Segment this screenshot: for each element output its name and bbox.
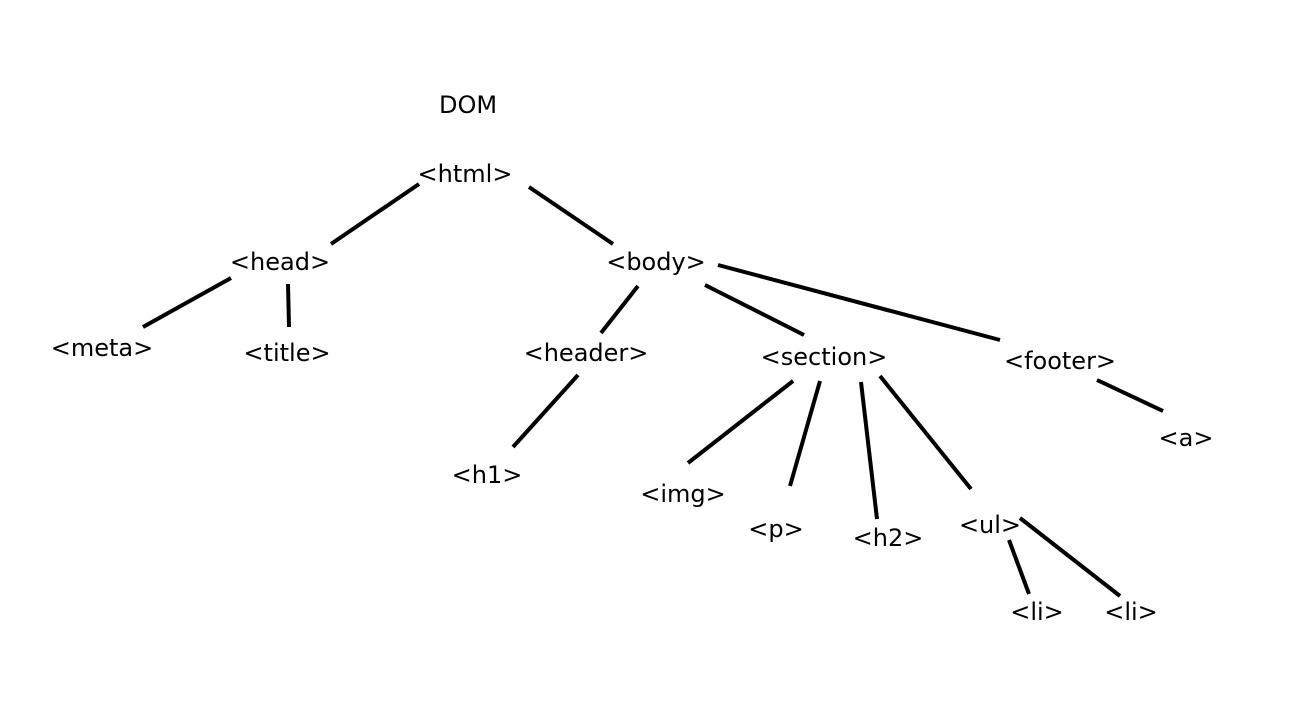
node-body: <body>: [606, 248, 706, 276]
node-footer: <footer>: [1003, 347, 1117, 375]
edge-html-head: [329, 182, 421, 246]
edge-head-meta: [142, 276, 232, 329]
node-head: <head>: [229, 248, 331, 276]
edge-ul-li-2: [1018, 516, 1122, 598]
node-title: <title>: [243, 339, 331, 367]
node-h1: <h1>: [451, 461, 523, 489]
diagram-title: DOM: [438, 91, 498, 119]
node-header: <header>: [523, 339, 649, 367]
edge-body-header: [599, 284, 640, 335]
node-section: <section>: [760, 343, 888, 371]
node-li-1: <li>: [1010, 598, 1064, 626]
edge-section-img: [686, 379, 795, 465]
edge-section-p: [788, 380, 822, 487]
edge-html-body: [527, 185, 615, 246]
edge-section-ul: [878, 374, 973, 491]
edge-body-section: [704, 283, 805, 337]
node-li-2: <li>: [1104, 598, 1158, 626]
edge-head-title: [286, 283, 291, 328]
node-h2: <h2>: [852, 524, 924, 552]
node-html: <html>: [417, 160, 513, 188]
edge-ul-li-1: [1007, 539, 1031, 595]
edge-header-h1: [511, 373, 580, 449]
edge-footer-a: [1096, 378, 1164, 413]
node-meta: <meta>: [50, 334, 154, 362]
node-p: <p>: [748, 515, 804, 543]
node-a: <a>: [1158, 424, 1214, 452]
node-ul: <ul>: [958, 511, 1022, 539]
edge-section-h2: [859, 381, 879, 520]
node-img: <img>: [640, 480, 726, 508]
edge-body-footer: [717, 263, 1001, 342]
